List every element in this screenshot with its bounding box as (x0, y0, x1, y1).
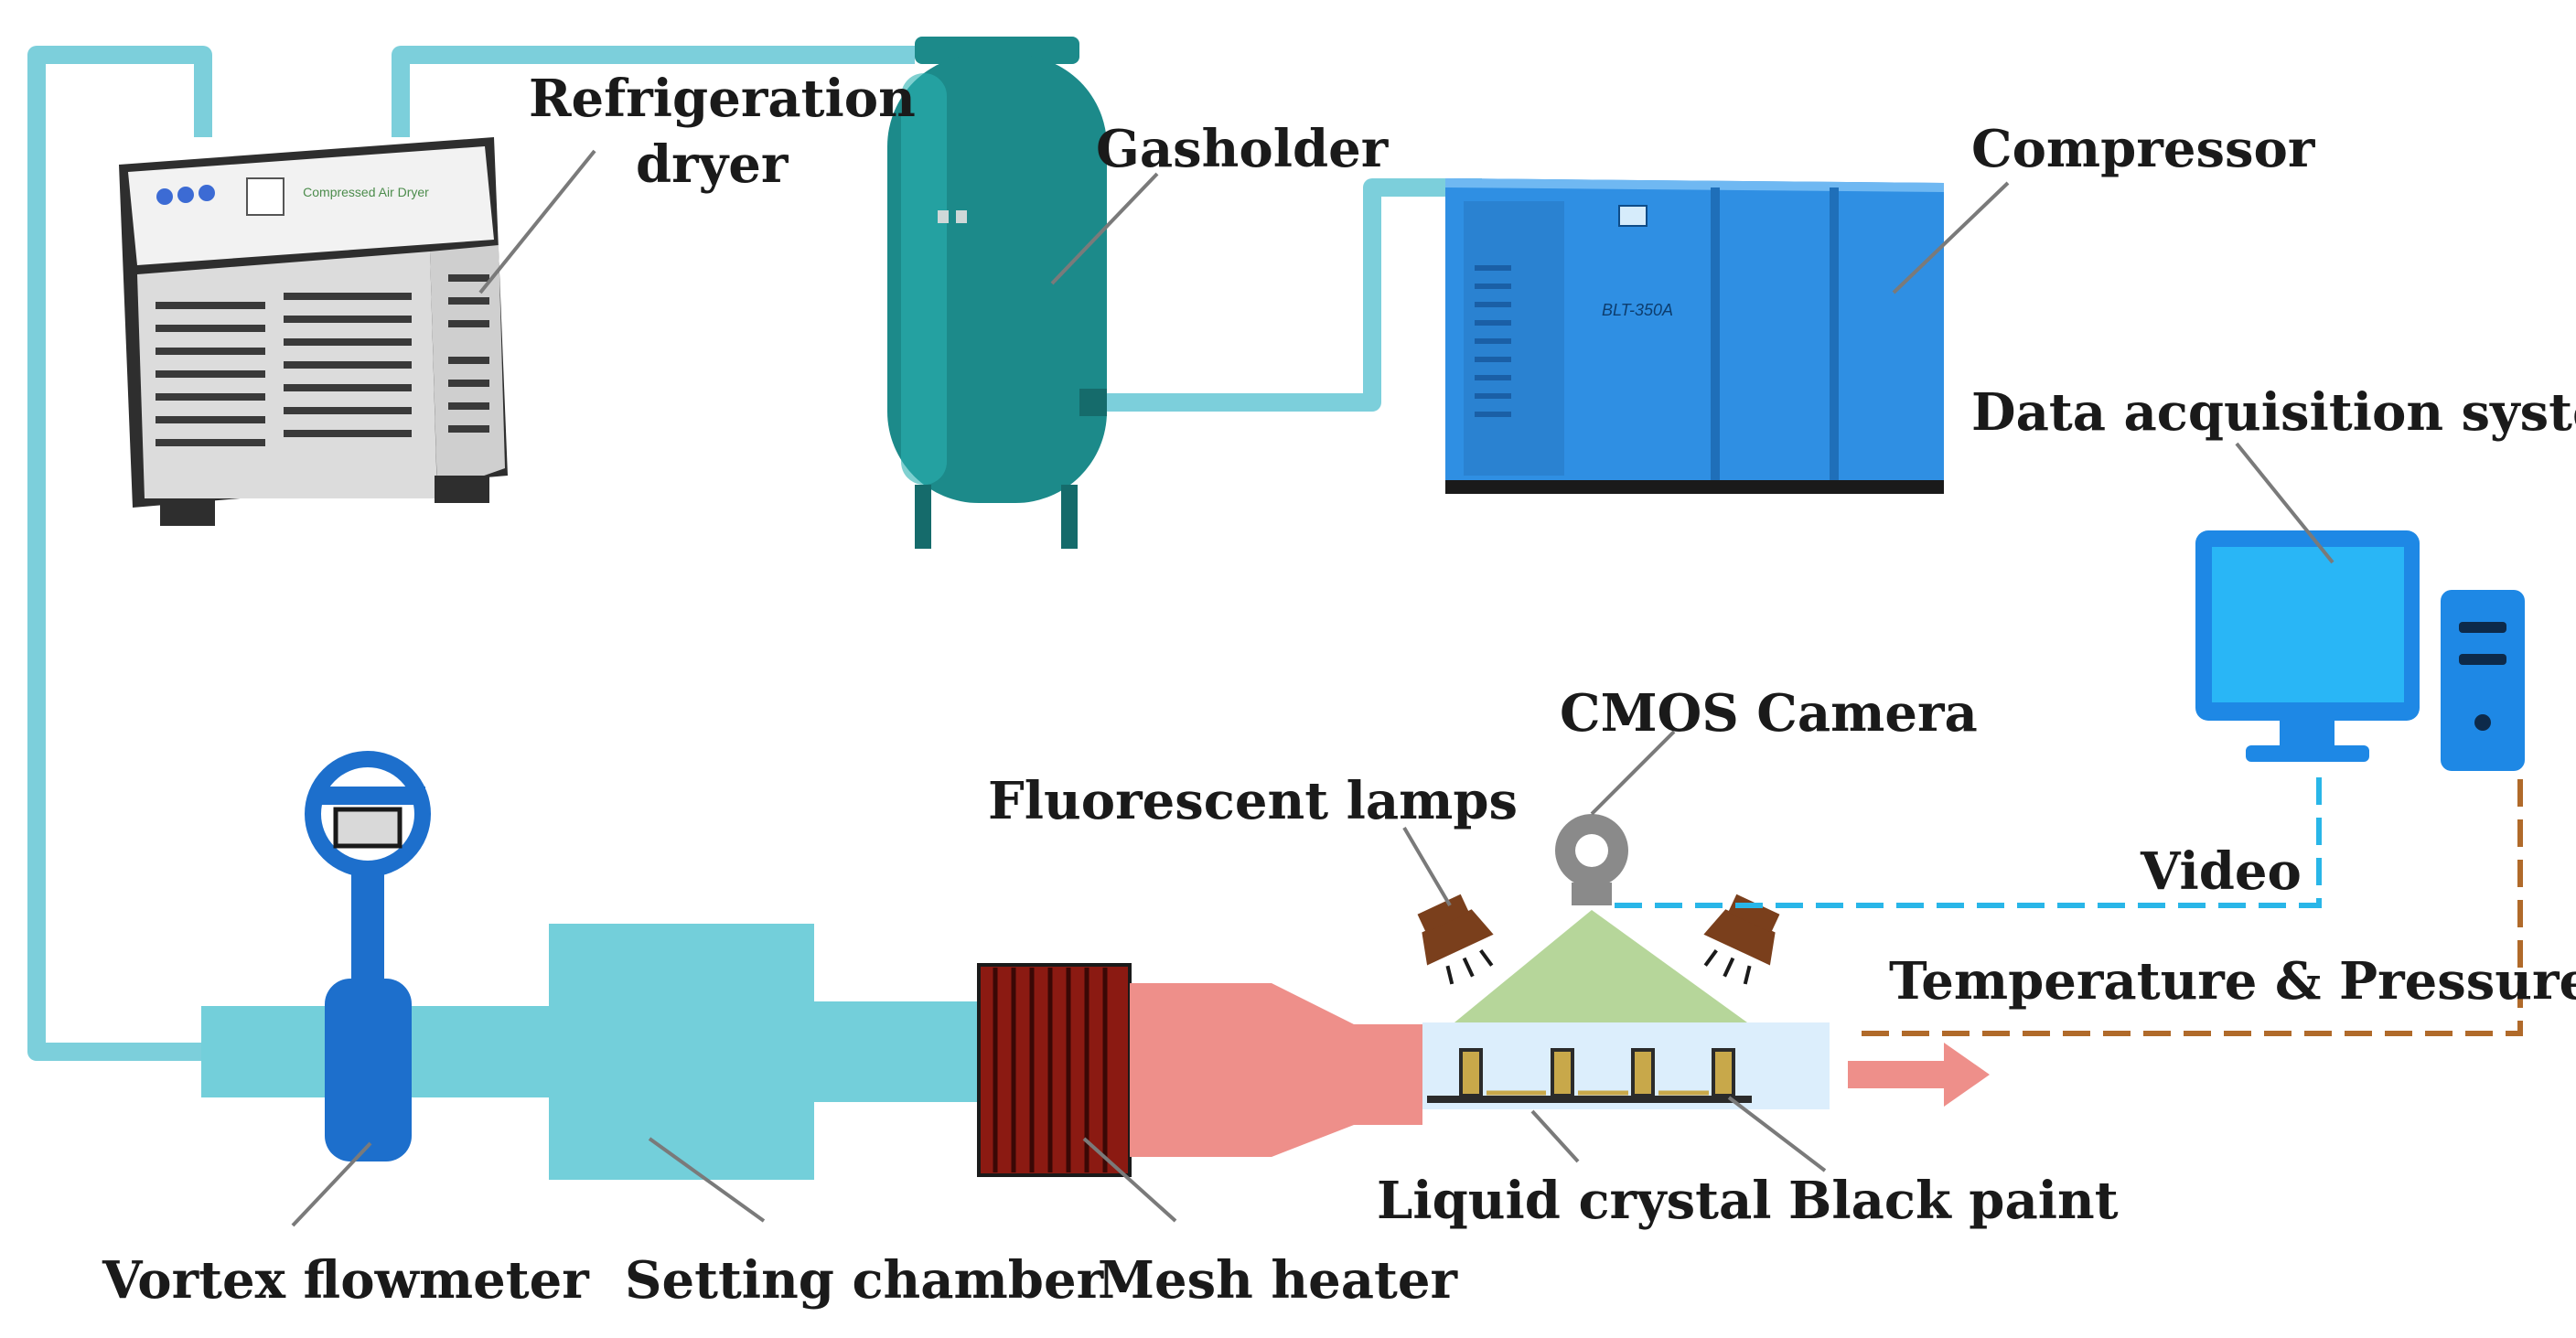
mesh-heater (977, 963, 1132, 1177)
cmos-camera (1454, 814, 1747, 1022)
label-setting-chamber: Setting chamber (625, 1250, 1104, 1311)
label-gasholder: Gasholder (1096, 119, 1389, 179)
refrigeration-dryer: Compressed Air Dryer (119, 137, 508, 526)
temperature-pressure-signal-line (1862, 777, 2523, 1036)
label-video: Video (2141, 841, 2302, 902)
hot-air-nozzle (1130, 983, 1422, 1157)
label-liquid-crystal: Liquid crystal (1377, 1171, 1772, 1231)
vortex-flowmeter (305, 751, 431, 1161)
label-refrigeration-dryer-line1: Refrigeration (529, 69, 916, 129)
air-pipes (27, 46, 1482, 1061)
label-data-acquisition-system: Data acquisition system (1971, 382, 2576, 443)
label-vortex-flowmeter: Vortex flowmeter (102, 1250, 589, 1311)
label-refrigeration-dryer-line2: dryer (636, 134, 789, 195)
test-section (1422, 1022, 1830, 1109)
label-temperature-pressure: Temperature & Pressure (1889, 951, 2576, 1012)
label-fluorescent-lamps: Fluorescent lamps (988, 771, 1519, 831)
data-acquisition-computer (2195, 530, 2525, 771)
leader-lines (291, 149, 2334, 1227)
main-duct (201, 924, 979, 1180)
label-cmos-camera: CMOS Camera (1560, 683, 1978, 744)
compressor-model-text: BLT-350A (1602, 301, 1673, 319)
outlet-arrow (1848, 1043, 1990, 1107)
video-signal-line (1615, 777, 2322, 908)
gasholder-tank (887, 37, 1107, 549)
dryer-panel-text: Compressed Air Dryer (303, 185, 429, 199)
label-compressor: Compressor (1971, 119, 2315, 179)
label-black-paint: Black paint (1788, 1171, 2119, 1231)
label-mesh-heater: Mesh heater (1098, 1250, 1457, 1311)
compressor-unit: BLT-350A (1445, 178, 1944, 494)
fluorescent-lamp-left (1417, 894, 1494, 985)
